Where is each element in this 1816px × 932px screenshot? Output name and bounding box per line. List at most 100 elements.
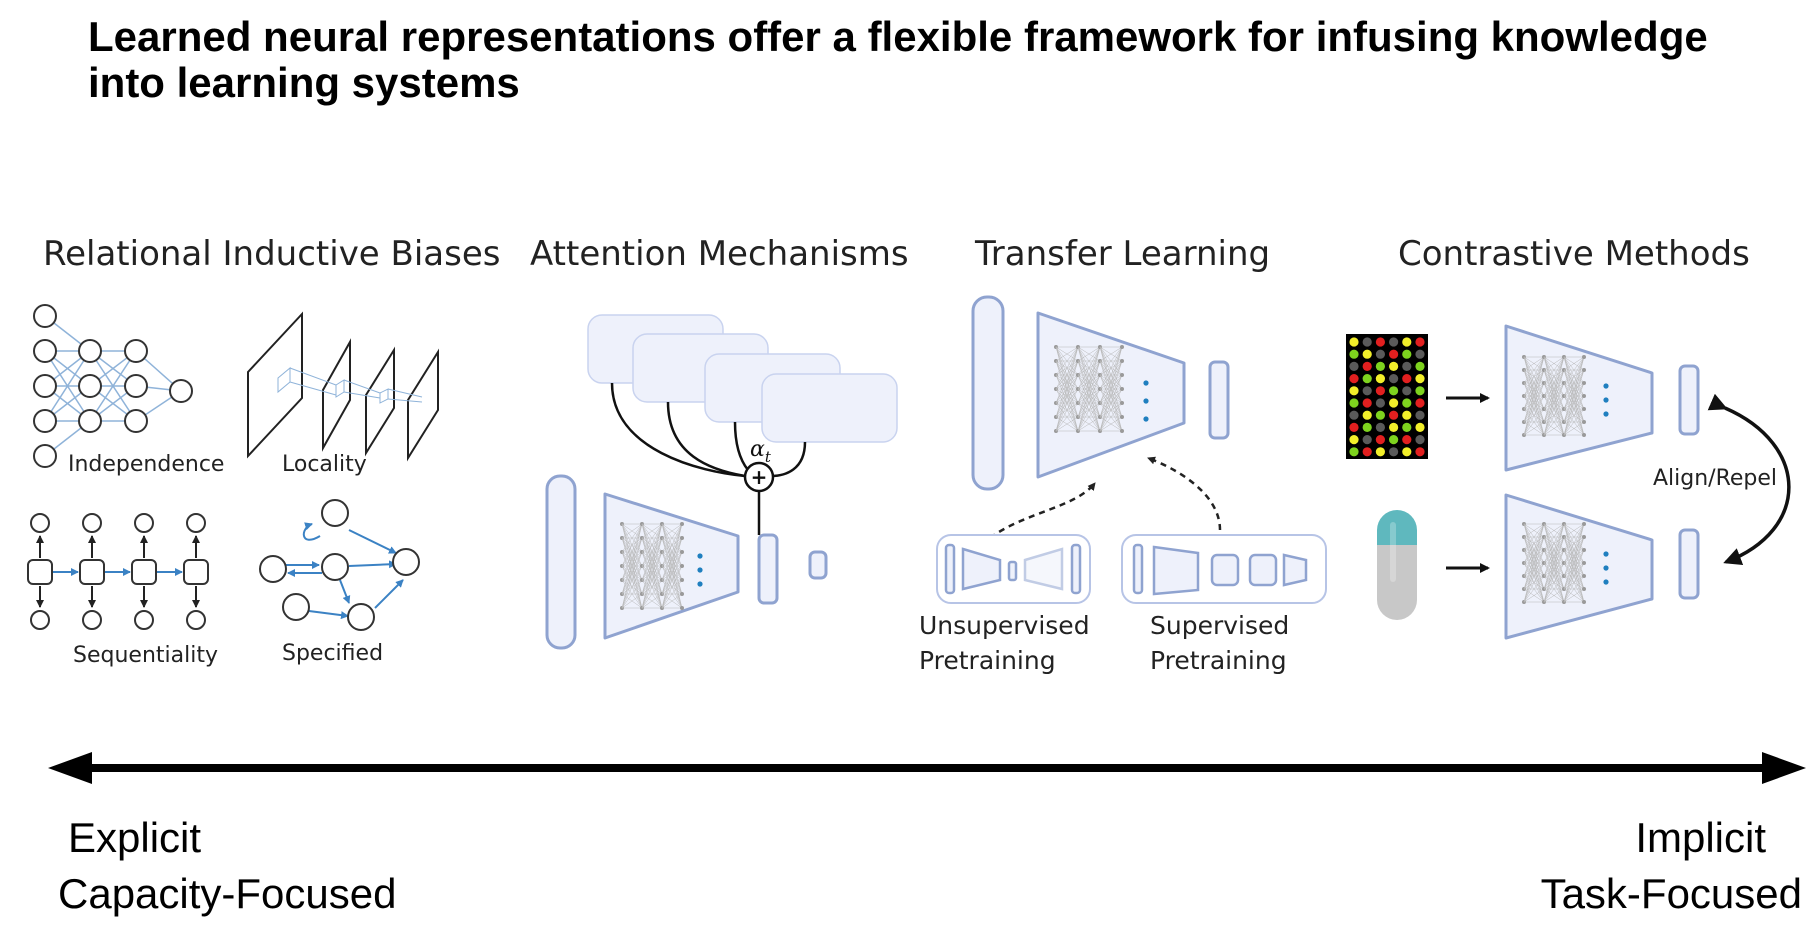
neuron-link [1523,356,1545,410]
axis-left-arrowhead [48,752,92,784]
neuron-link [1563,523,1585,551]
neuron-link [1099,346,1123,432]
neuron-link [641,523,663,567]
heatmap-dot [1375,422,1385,432]
neuron-link [1099,346,1123,390]
neuron-link [1523,395,1545,436]
heatmap-dot [1375,447,1385,457]
heatmap-dot [1389,398,1399,408]
neuron-link [621,593,643,609]
neuron-link [1523,575,1545,603]
spectrum-axis [48,752,1806,784]
neuron-link [661,593,683,609]
label-sequentiality: Sequentiality [73,643,218,668]
heatmap-dot [1389,349,1399,359]
heatmap-dot [1349,422,1359,432]
heatmap-dot [1415,422,1425,432]
output-neuron [1603,579,1609,585]
heatmap-dot [1349,349,1359,359]
heatmap-dot [1375,349,1385,359]
heatmap-dot [1389,435,1399,445]
neuron-link [1099,346,1123,418]
neuron [1582,600,1586,604]
neuron-link [1055,416,1079,432]
neuron-link [1523,369,1545,436]
neuron-link [1543,523,1565,538]
neuron-link [1077,346,1101,376]
neuron-link [1523,523,1545,603]
heatmap-dot [1389,386,1399,396]
neuron-link [621,523,643,539]
neuron-link [621,565,643,609]
neuron-link [1099,346,1123,404]
locality-cnn [247,311,439,462]
output-neuron [1603,397,1609,403]
neuron-link [1563,523,1585,577]
neuron-link [1543,523,1565,551]
neuron-link [661,523,683,553]
neuron-link [1543,356,1565,371]
neuron-link [1543,536,1565,603]
neuron [1120,387,1124,391]
contrastive-embedding-bottom [1678,528,1700,600]
neuron-link [641,579,663,609]
heatmap-dot [1362,337,1372,347]
output-neuron [697,567,703,573]
heatmap-dot [1402,447,1412,457]
contrastive-embedding-top [1678,364,1700,436]
attention-alpha-subscript: t [765,448,772,466]
neuron-link [1563,536,1585,603]
heatmap-dot [1389,410,1399,420]
axis-left-labels: Explicit Capacity-Focused [58,810,396,922]
neuron-link [1543,549,1565,603]
unsupervised-pretraining-box [936,534,1091,604]
neuron-link [1523,421,1545,436]
neuron-link [1099,346,1123,376]
heatmap-dot [1389,374,1399,384]
label-locality: Locality [282,452,367,477]
neuron-link [1523,523,1545,577]
neuron-link [641,523,663,581]
heatmap-dot [1389,422,1399,432]
output-neuron [1143,416,1149,422]
supervised-pretraining-box [1121,534,1327,604]
neuron-link [1543,369,1565,436]
heatmap-dot [1362,349,1372,359]
neuron [680,522,684,526]
neuron [1120,373,1124,377]
heatmap-dot [1402,349,1412,359]
align-repel-arrow [1707,393,1791,566]
neuron-link [1523,523,1545,551]
label-unsupervised-line2: Pretraining [919,646,1056,675]
neuron-link [1077,388,1101,432]
output-neuron [697,581,703,587]
heatmap-dot [1349,410,1359,420]
neuron-link [1055,388,1079,432]
neuron-link [1563,356,1585,410]
neuron-link [1543,421,1565,436]
heading-contrastive-methods: Contrastive Methods [1398,234,1750,274]
neuron-link [1077,360,1101,432]
heatmap-dot [1375,410,1385,420]
heatmap-dot [1362,361,1372,371]
page-title: Learned neural representations offer a f… [88,13,1708,106]
heatmap-dot [1389,361,1399,371]
label-unsupervised-pretraining: Unsupervised Pretraining [919,608,1090,678]
attention-memory-blocks [587,314,898,443]
neuron-link [1563,523,1585,564]
neuron [680,550,684,554]
heatmap-dot [1349,337,1359,347]
output-neuron [1603,551,1609,557]
neuron-link [1543,523,1565,603]
axis-right-labels: Implicit Task-Focused [1541,810,1802,922]
heatmap-dot [1375,435,1385,445]
heatmap-dot [1402,422,1412,432]
supervised-arrow [1147,456,1222,531]
neuron-link [1563,588,1585,603]
neuron-link [1563,382,1585,436]
neuron-link [661,523,683,539]
output-neuron [1603,565,1609,571]
transfer-output-bar [1208,360,1230,440]
axis-label-implicit: Implicit [1635,814,1766,861]
